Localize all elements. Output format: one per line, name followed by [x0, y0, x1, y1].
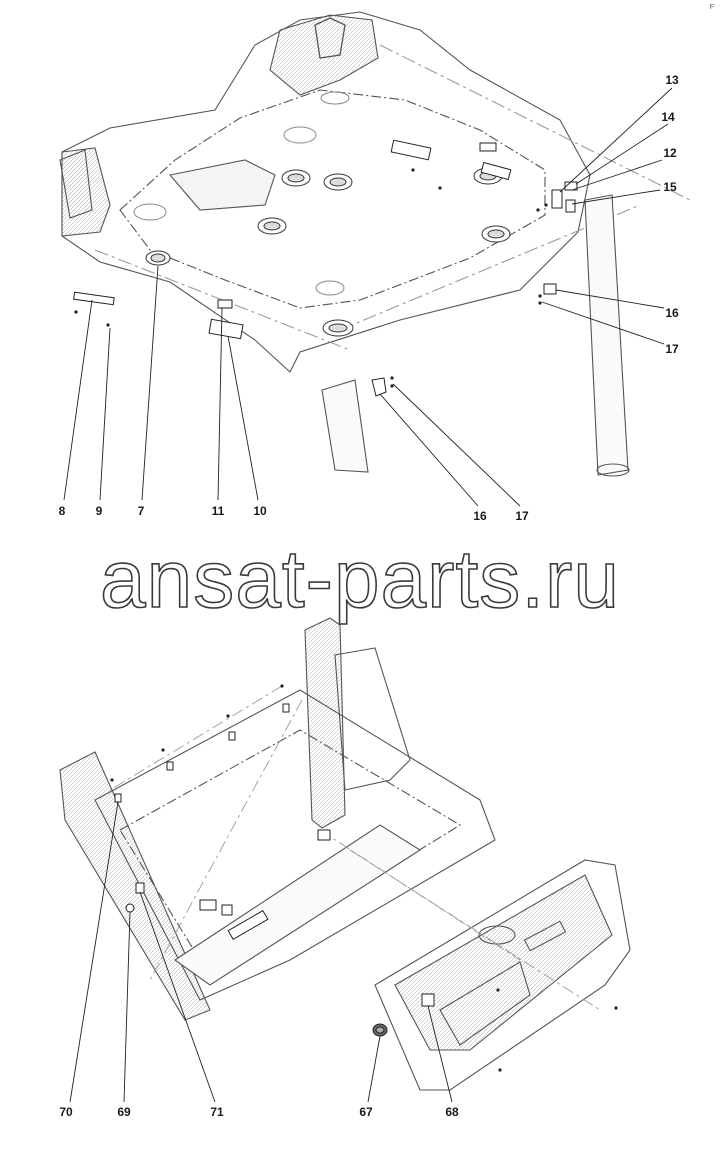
fastener: [166, 761, 174, 771]
strip-bracket-8: [73, 291, 115, 306]
callout-71: 71: [210, 1105, 224, 1119]
floor-deck: [119, 89, 546, 309]
lower-leader-lines: [69, 801, 453, 1103]
clip-11: [217, 299, 233, 309]
callout-7: 7: [137, 504, 145, 518]
bracket-68: [421, 993, 435, 1007]
seat-bracket: [314, 17, 346, 59]
hinge-bracket-10: [208, 318, 244, 340]
callout-67: 67: [359, 1105, 373, 1119]
plate-bracket: [317, 829, 331, 841]
grommet: [323, 173, 353, 191]
fastener-69: [125, 903, 135, 913]
floor-hole: [133, 203, 167, 221]
right-post: [584, 194, 629, 476]
rear-console-lid: [394, 874, 613, 1051]
callout-16-right: 16: [665, 306, 679, 320]
clip-small: [479, 142, 497, 152]
fastener-71: [135, 882, 145, 894]
bracket-16-post: [371, 377, 387, 397]
callout-10: 10: [253, 504, 267, 518]
lower-screws: [110, 684, 618, 1072]
plate-slots: [227, 909, 269, 941]
corner-mark: F: [709, 4, 714, 11]
lower-cross-member: [174, 824, 422, 986]
callout-8: 8: [58, 504, 66, 518]
lower-assembly: [59, 617, 631, 1091]
bracket-13: [551, 189, 563, 209]
lower-back-panel: [334, 647, 411, 791]
grommet: [145, 250, 171, 266]
fastener: [282, 703, 290, 713]
bracket-15: [565, 199, 576, 213]
upper-hardware: [73, 139, 578, 397]
console-handle: [523, 920, 567, 952]
console-inner-panel: [439, 961, 531, 1046]
foot-67: [372, 1023, 388, 1037]
lower-left-tunnel: [59, 751, 211, 1021]
callout-13: 13: [665, 73, 679, 87]
frame-rail-upper: [379, 44, 691, 201]
callout-12: 12: [663, 146, 677, 160]
grommet: [281, 169, 311, 187]
callout-68: 68: [445, 1105, 459, 1119]
rear-upright-housing: [269, 14, 379, 96]
lower-column: [304, 617, 346, 829]
callout-17-right: 17: [665, 342, 679, 356]
right-post-end: [596, 463, 630, 477]
grommet: [257, 217, 287, 235]
callout-9: 9: [95, 504, 103, 518]
plate-bracket: [199, 899, 217, 911]
upper-leader-lines: [63, 87, 673, 507]
floor-hole: [315, 280, 345, 296]
lower-phantom-lines: [109, 685, 601, 1011]
callout-17-bottom: 17: [515, 509, 529, 523]
floor-panel-outline: [61, 11, 591, 373]
floor-grommets: [133, 91, 511, 337]
vent-grille: [390, 139, 432, 161]
callout-16-bottom: 16: [473, 509, 487, 523]
grommet: [322, 319, 354, 337]
callout-70: 70: [59, 1105, 73, 1119]
watermark-text: ansat-parts.ru: [99, 533, 620, 626]
callout-14: 14: [661, 110, 675, 124]
bracket-16-top: [543, 283, 557, 295]
callout-69: 69: [117, 1105, 131, 1119]
callout-11: 11: [211, 504, 225, 518]
floor-hole: [283, 126, 317, 144]
upper-screws: [74, 168, 548, 388]
lower-fasteners: [114, 703, 435, 1037]
console-cup-hole: [478, 925, 516, 945]
fastener-70: [114, 793, 122, 803]
recessed-tray: [168, 159, 276, 211]
front-post: [321, 379, 369, 473]
door-bracket: [480, 161, 512, 181]
fastener: [228, 731, 236, 741]
plate-bracket: [221, 904, 233, 916]
callout-15: 15: [663, 180, 677, 194]
grommet: [481, 225, 511, 243]
lower-floor-plate: [94, 689, 496, 1001]
floor-hole: [320, 91, 350, 105]
left-corner-cap: [59, 149, 93, 219]
upper-assembly: [59, 11, 691, 477]
